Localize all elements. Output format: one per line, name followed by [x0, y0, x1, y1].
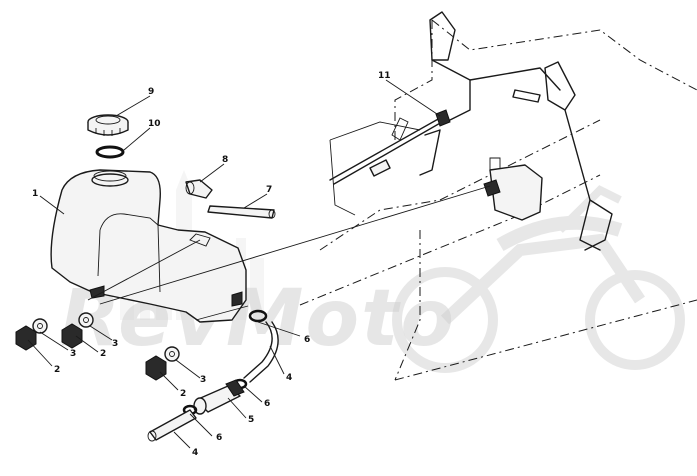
callout-2c: 2 [180, 389, 186, 399]
callout-5: 5 [248, 415, 254, 425]
callout-4b: 4 [192, 448, 198, 458]
fuel-cap [87, 114, 129, 136]
fuel-tank [50, 169, 247, 323]
callout-6a: 6 [304, 335, 310, 345]
callout-11: 11 [378, 71, 391, 81]
tank-rod [329, 109, 451, 185]
callout-labels: 1 2 2 2 3 3 3 4 4 5 6 6 6 7 8 9 10 11 [32, 71, 391, 458]
callout-3c: 3 [200, 375, 206, 385]
callout-6b: 6 [264, 399, 270, 409]
callout-3a: 3 [70, 349, 76, 359]
callout-2a: 2 [54, 365, 60, 375]
callout-7: 7 [266, 185, 272, 195]
callout-9: 9 [148, 87, 154, 97]
leader-lines [27, 79, 491, 449]
callout-6c: 6 [216, 433, 222, 443]
fuel-line [147, 309, 279, 442]
cap-gasket [95, 145, 125, 159]
watermark-motorcycle [392, 185, 685, 373]
callout-1: 1 [32, 189, 38, 199]
callout-10: 10 [148, 119, 161, 129]
callout-2b: 2 [100, 349, 106, 359]
vent-hose [207, 205, 276, 219]
petcock-bracket [483, 157, 543, 221]
frame-outline [299, 11, 697, 381]
callout-4a: 4 [286, 373, 292, 383]
mount-hardware [15, 312, 180, 381]
vent-fitting [185, 179, 213, 199]
callout-8: 8 [222, 155, 228, 165]
callout-3b: 3 [112, 339, 118, 349]
